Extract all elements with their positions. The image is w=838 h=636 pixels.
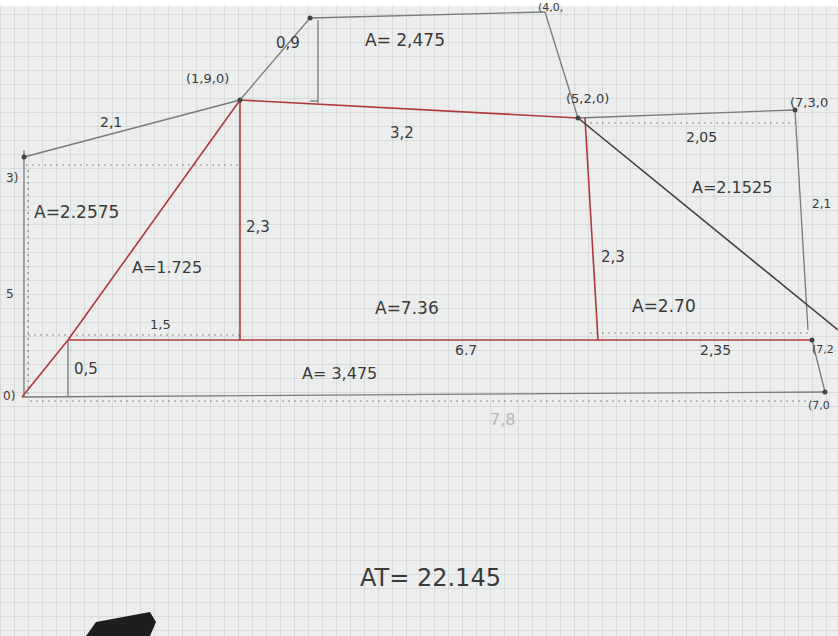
dimension-label: A= 3,475 — [302, 366, 377, 382]
dimension-label: 3,2 — [390, 126, 414, 141]
dimension-label: A=2.70 — [632, 298, 696, 315]
paper-edge — [0, 0, 838, 6]
dimension-label: A= 2,475 — [365, 32, 445, 49]
dimension-label: A=2.1525 — [692, 180, 772, 196]
pencil-tip — [86, 612, 156, 636]
dimension-label: 7,8 — [490, 412, 515, 428]
dimension-label: 2,1 — [812, 198, 831, 210]
dimension-label: 2,3 — [246, 220, 270, 235]
dimension-label: 6.7 — [455, 343, 477, 357]
dimension-label: A=1.725 — [132, 260, 202, 276]
pencil-lines — [22, 12, 825, 397]
dimension-label: 0,5 — [74, 362, 98, 377]
dimension-label: (1,9,0) — [186, 72, 229, 85]
dimension-label: 5 — [6, 288, 14, 300]
dimension-label: 2,1 — [100, 115, 122, 129]
dimension-label: (7,0 — [808, 400, 830, 411]
dimension-label: (7,2 — [812, 344, 834, 355]
dotted-guides — [26, 123, 820, 401]
dimension-label: (4,0, — [538, 2, 563, 13]
dimension-label: 2,05 — [686, 130, 717, 144]
dimension-label: 0) — [3, 390, 15, 402]
dimension-label: A=7.36 — [375, 300, 439, 317]
dimension-label: 2,3 — [601, 250, 625, 265]
vertex-dots — [22, 16, 828, 395]
red-outline — [22, 100, 812, 397]
dimension-label: A=2.2575 — [34, 204, 119, 221]
dimension-label: (5,2,0) — [566, 92, 609, 105]
dimension-label: 2,35 — [700, 343, 731, 357]
dimension-label: AT= 22.145 — [360, 566, 501, 590]
pencil-diagonal — [578, 118, 838, 330]
dimension-label: 0,9 — [276, 36, 300, 51]
dimension-label: (7,3,0 — [790, 96, 828, 109]
dimension-label: 3) — [6, 172, 18, 184]
dimension-label: 1,5 — [150, 318, 171, 331]
